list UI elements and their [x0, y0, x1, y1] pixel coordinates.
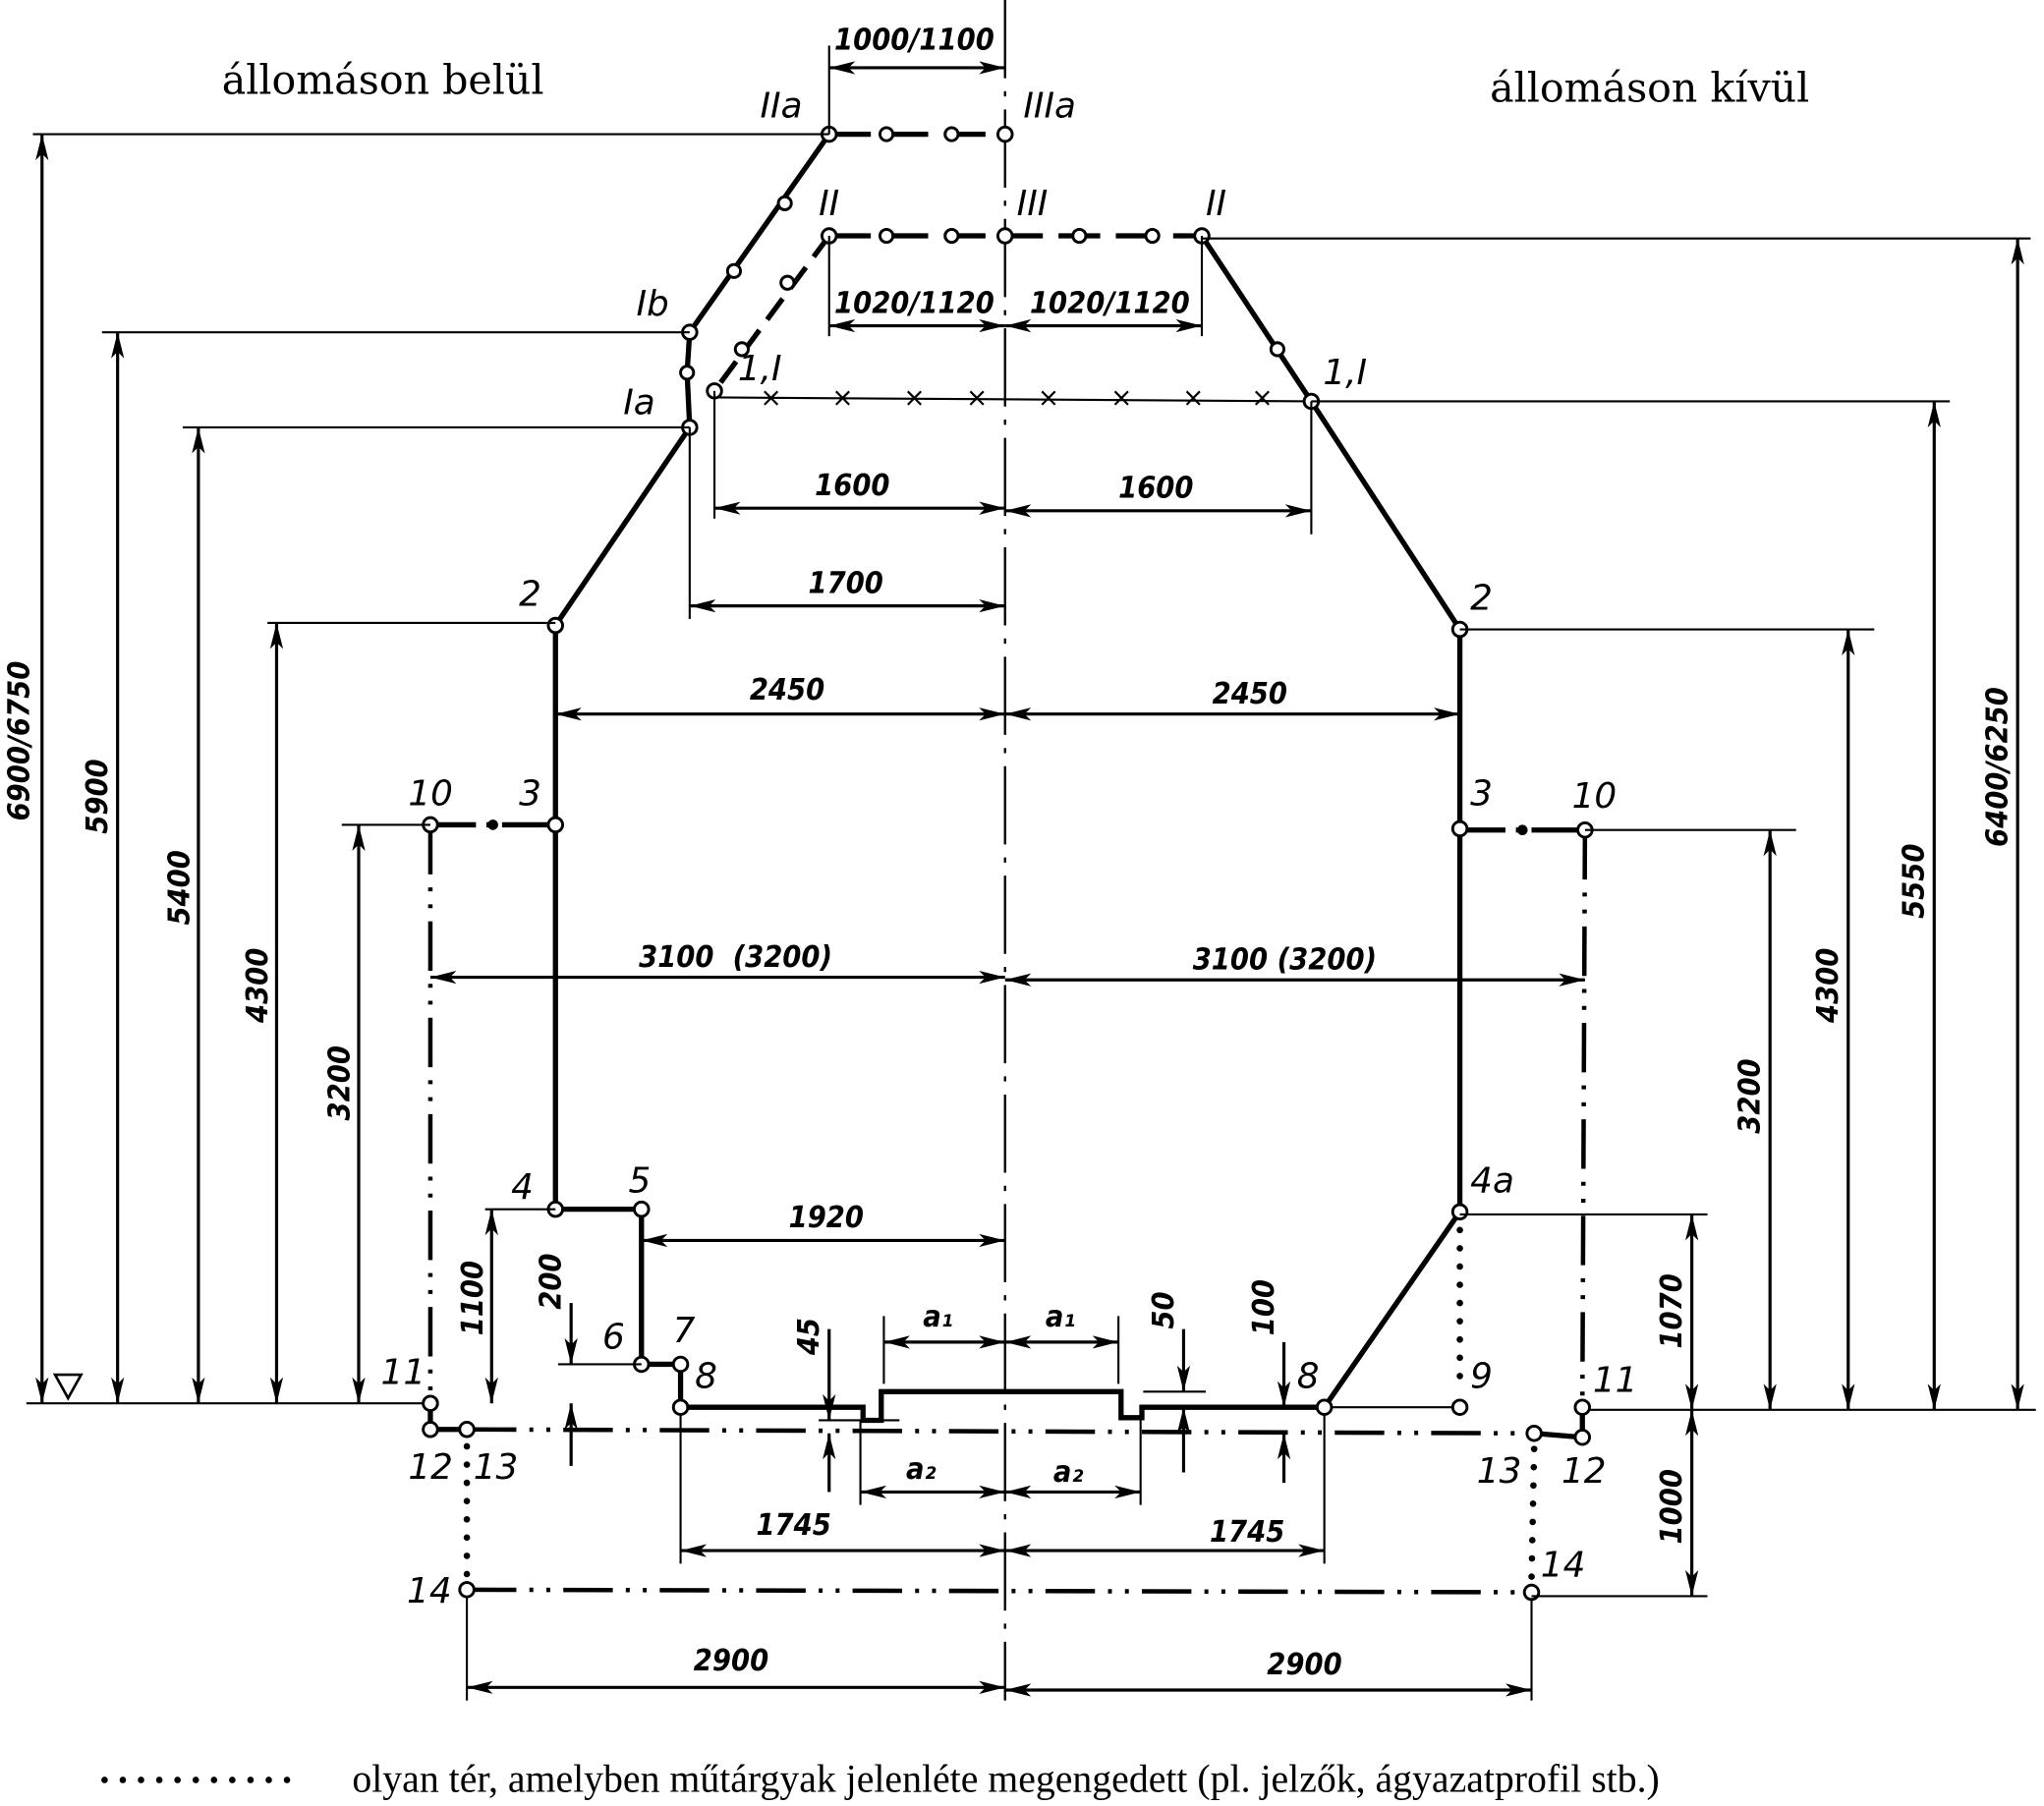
dim-3-left: 3100 (3200): [639, 940, 832, 975]
dim-a2-left: a₂: [906, 1452, 937, 1487]
gauge-points: [422, 125, 1594, 1602]
label-II-left: II: [819, 184, 839, 224]
intermediate-points: [487, 126, 1528, 836]
svg-text:×: ×: [1038, 383, 1059, 414]
heading-outside-station: állomáson kívül: [1490, 64, 1809, 111]
svg-text:×: ×: [1251, 383, 1273, 414]
label-5: 5: [629, 1160, 652, 1201]
label-2-right: 2: [1470, 579, 1493, 619]
dim-v-5400: 5400: [163, 850, 198, 925]
label-14-left: 14: [407, 1571, 452, 1611]
dim-v-6400: 6400/6250: [1981, 687, 2016, 847]
dim-v-6900: 6900/6750: [2, 661, 36, 821]
dim-v-1070: 1070: [1655, 1273, 1689, 1348]
point-labels: IIa IIIa II III II Ib 1,I Ia 1,I 2 2 10 …: [381, 85, 1638, 1611]
extension-lines: [32, 45, 2031, 1701]
label-1I-right: 1,I: [1323, 353, 1367, 393]
label-8-right: 8: [1297, 1356, 1320, 1396]
label-12-right: 12: [1561, 1451, 1607, 1492]
dim-v-50: 50: [1147, 1291, 1181, 1328]
dim-ii-left: 1020/1120: [834, 286, 994, 320]
dim-v-200: 200: [535, 1253, 569, 1309]
dim-a1-left: a₁: [923, 1300, 953, 1334]
x-marks: × × × × × × × ×: [760, 383, 1273, 414]
dim-v-1000: 1000: [1655, 1469, 1689, 1544]
label-IIIa: IIIa: [1023, 85, 1076, 126]
dim-v-4300-right: 4300: [1811, 948, 1845, 1024]
dim-top-width: 1000/1100: [834, 23, 994, 57]
dim-v-5550: 5550: [1898, 844, 1932, 919]
dim-8-left: 1745: [756, 1508, 830, 1543]
gauge-outline: [427, 131, 1588, 1595]
dim-v-45: 45: [792, 1318, 826, 1356]
dim-i-right: 1600: [1118, 472, 1193, 506]
dim-v-5900: 5900: [81, 759, 115, 833]
label-13-right: 13: [1477, 1451, 1522, 1492]
legend: olyan tér, amelyben műtárgyak jelenléte …: [101, 1757, 1660, 1800]
label-9: 9: [1470, 1356, 1493, 1396]
dim-2-left: 2450: [750, 673, 824, 707]
label-11-left: 11: [381, 1352, 426, 1392]
dim-v-4300-left: 4300: [241, 948, 275, 1024]
svg-text:×: ×: [966, 383, 988, 414]
label-II-right: II: [1206, 184, 1226, 224]
dim-i-left: 1600: [815, 469, 889, 503]
svg-text:×: ×: [903, 383, 925, 414]
label-13-left: 13: [474, 1447, 519, 1488]
label-14-right: 14: [1541, 1546, 1586, 1586]
dim-v-3200-right: 3200: [1733, 1058, 1768, 1133]
dimension-values: 1000/1100 1020/1120 1020/1120 1600 1600 …: [2, 23, 2015, 1682]
label-1I-left: 1,I: [738, 349, 782, 389]
dim-3-right: 3100 (3200): [1193, 943, 1377, 978]
label-8-left: 8: [695, 1356, 717, 1396]
svg-text:×: ×: [760, 383, 781, 414]
dim-v-100: 100: [1247, 1279, 1281, 1335]
label-Ia: Ia: [623, 383, 655, 423]
label-12-left: 12: [408, 1447, 453, 1488]
label-10-left: 10: [408, 774, 453, 815]
dim-8-right: 1745: [1210, 1515, 1284, 1550]
ground-level-triangle-icon: [52, 1373, 84, 1401]
dim-a1-right: a₁: [1046, 1300, 1076, 1334]
legend-text: olyan tér, amelyben műtárgyak jelenléte …: [352, 1757, 1659, 1800]
dim-a2-right: a₂: [1053, 1455, 1084, 1490]
heading-inside-station: állomáson belül: [222, 56, 544, 103]
label-4a: 4a: [1470, 1160, 1514, 1201]
label-III: III: [1017, 184, 1049, 224]
label-7: 7: [673, 1311, 696, 1351]
dim-ia: 1700: [809, 566, 883, 600]
dimension-lines: [35, 61, 2024, 1697]
dim-5: 1920: [789, 1201, 864, 1235]
label-2-left: 2: [519, 575, 541, 615]
dim-14-right: 2900: [1267, 1648, 1341, 1682]
label-3-left: 3: [519, 774, 541, 815]
label-4: 4: [511, 1167, 534, 1208]
label-3-right: 3: [1470, 774, 1493, 815]
svg-text:×: ×: [1182, 383, 1204, 414]
dim-v-3200-left: 3200: [323, 1045, 358, 1120]
dim-v-1100: 1100: [456, 1261, 490, 1335]
dim-14-left: 2900: [694, 1644, 768, 1678]
label-Ib: Ib: [636, 284, 668, 324]
label-11-right: 11: [1593, 1360, 1638, 1400]
svg-text:×: ×: [1110, 383, 1132, 414]
dim-ii-right: 1020/1120: [1030, 286, 1190, 320]
dim-2-right: 2450: [1213, 677, 1287, 711]
label-6: 6: [602, 1318, 625, 1358]
label-10-right: 10: [1572, 776, 1618, 817]
label-IIa: IIa: [760, 85, 802, 126]
svg-text:×: ×: [831, 383, 853, 414]
